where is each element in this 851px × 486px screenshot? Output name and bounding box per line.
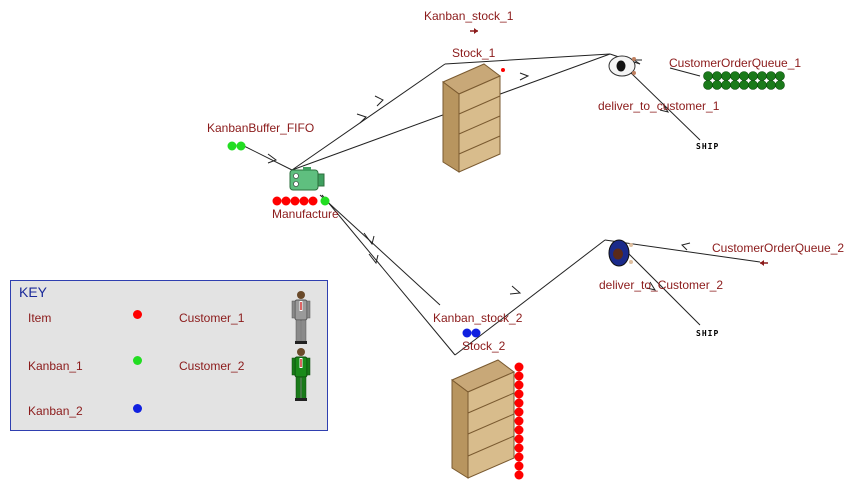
stock-2-item-tokens bbox=[514, 362, 524, 480]
connector-stock-2-to-deliver-2 bbox=[454, 239, 606, 356]
connector-queue-1 bbox=[669, 67, 701, 77]
connector-stock-1-to-deliver-1 bbox=[444, 53, 611, 65]
customer-order-queue-1-customers bbox=[703, 71, 785, 90]
deliver-to-customer-1-label: deliver_to_customer_1 bbox=[598, 99, 720, 113]
kanban-stock-1-label: Kanban_stock_1 bbox=[424, 9, 514, 23]
key-customer-2-label: Customer_2 bbox=[179, 359, 245, 373]
stock-2-label: Stock_2 bbox=[462, 339, 506, 353]
connector-manufacture-to-stock-1 bbox=[291, 63, 446, 171]
kanban-buffer-fifo-label: KanbanBuffer_FIFO bbox=[207, 121, 315, 135]
manufacture-label: Manufacture bbox=[272, 207, 339, 221]
kanban-buffer-tokens bbox=[227, 141, 246, 151]
flow-chevrons bbox=[267, 59, 691, 295]
key-title: KEY bbox=[19, 284, 48, 300]
deliver-to-customer-1-server-icon bbox=[608, 55, 636, 77]
kanban-stock-1-marker-icon bbox=[470, 28, 478, 34]
stock-1-shelf-icon bbox=[442, 63, 505, 173]
deliver-to-customer-2-label: deliver_to_Customer_2 bbox=[599, 278, 724, 292]
customer-order-queue-1-label: CustomerOrderQueue_1 bbox=[669, 56, 802, 70]
key-kanban-1-label: Kanban_1 bbox=[28, 359, 83, 373]
stock-1-label: Stock_1 bbox=[452, 46, 496, 60]
key-legend: KEY Item Kanban_1 Kanban_2 Customer_1 Cu… bbox=[10, 280, 328, 431]
kanban-stock-2-label: Kanban_stock_2 bbox=[433, 311, 523, 325]
manufacture-item-tokens bbox=[272, 196, 330, 206]
customer-order-queue-2-marker-icon bbox=[760, 260, 768, 266]
key-item-label: Item bbox=[28, 311, 52, 325]
ship-2-label: SHIP bbox=[696, 329, 720, 338]
manufacture-machine-icon bbox=[289, 167, 325, 191]
key-kanban-2-dot-icon bbox=[133, 404, 142, 413]
stock-2-shelf-icon bbox=[451, 359, 515, 479]
deliver-to-customer-2-server-icon bbox=[608, 239, 633, 267]
key-item-dot-icon bbox=[133, 310, 142, 319]
customer-order-queue-2-label: CustomerOrderQueue_2 bbox=[712, 241, 845, 255]
key-kanban-2-label: Kanban_2 bbox=[28, 404, 83, 418]
kanban-stock-2-tokens bbox=[462, 328, 481, 338]
key-customer-1-label: Customer_1 bbox=[179, 311, 245, 325]
connector-buffer-to-manufacture bbox=[239, 143, 293, 171]
customer-2-person-icon bbox=[291, 348, 311, 401]
connector-deliver-2-to-ship bbox=[624, 249, 701, 326]
connector-manufacture-to-stock-2 bbox=[321, 194, 456, 356]
key-kanban-1-dot-icon bbox=[133, 356, 142, 365]
connector-manufacture-to-kanban-2 bbox=[319, 194, 441, 306]
ship-1-label: SHIP bbox=[696, 142, 720, 151]
customer-1-person-icon bbox=[291, 291, 311, 344]
